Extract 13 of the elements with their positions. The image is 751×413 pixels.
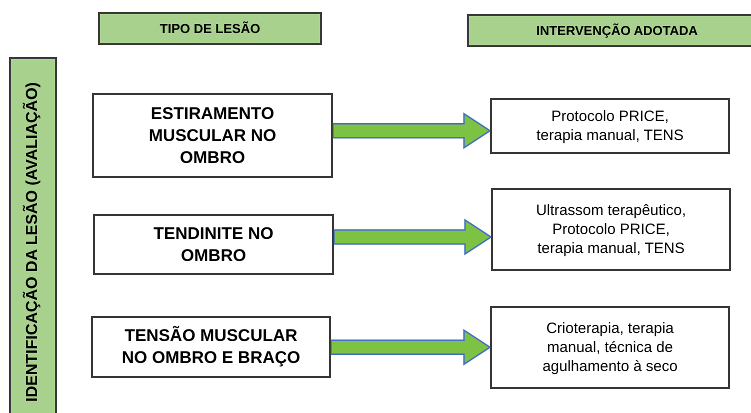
- block-arrow: [330, 328, 492, 366]
- injury-box: TENDINITE NO OMBRO: [93, 214, 334, 275]
- band-label: IDENTIFICAÇÃO DA LESÃO (AVALIAÇÃO): [22, 82, 42, 402]
- treatment-box: Protocolo PRICE, terapia manual, TENS: [490, 98, 730, 154]
- block-arrow: [332, 112, 492, 150]
- column-header: TIPO DE LESÃO: [98, 12, 322, 45]
- injury-box: TENSÃO MUSCULAR NO OMBRO E BRAÇO: [91, 316, 331, 378]
- block-arrow: [333, 218, 492, 256]
- column-header: INTERVENÇÃO ADOTADA: [467, 14, 751, 47]
- injury-box: ESTIRAMENTO MUSCULAR NO OMBRO: [92, 93, 333, 178]
- treatment-box: Ultrassom terapêutico, Protocolo PRICE, terapia manual, TENS: [491, 188, 731, 271]
- treatment-box: Crioterapia, terapia manual, técnica de agulhamento à seco: [490, 306, 730, 389]
- side-band: [9, 57, 57, 413]
